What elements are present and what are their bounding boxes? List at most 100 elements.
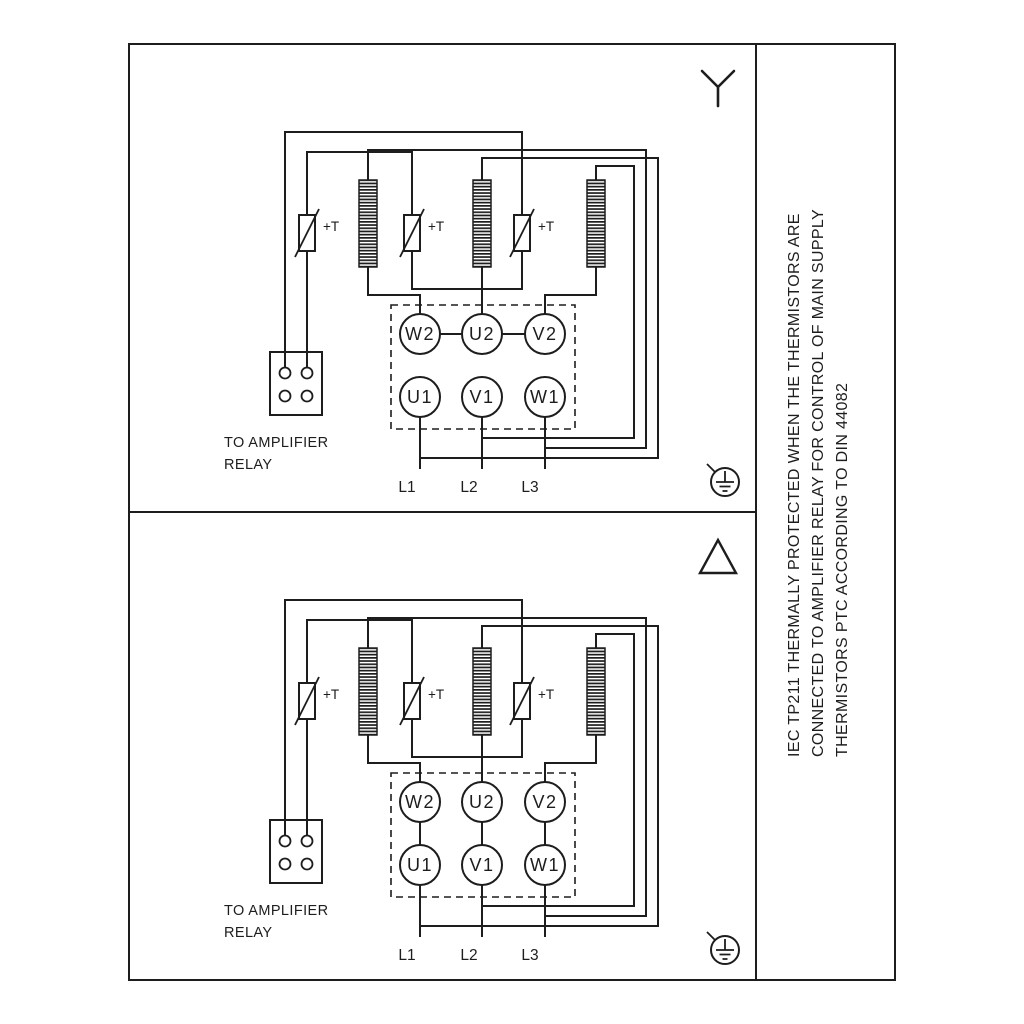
thermistor-label: +T — [323, 219, 339, 234]
terminal-circle — [524, 376, 566, 418]
thermistor-diagonal — [509, 208, 535, 258]
amplifier-relay-connector — [269, 819, 323, 884]
terminal-w1: W1 — [524, 376, 566, 418]
terminal-circle — [524, 313, 566, 355]
supply-labels: L1 L2 L3 — [398, 479, 538, 496]
terminal-label: W2 — [405, 792, 435, 812]
terminal-circle — [461, 781, 503, 823]
amplifier-relay-label-line1: TO AMPLIFIER — [224, 435, 328, 451]
thermistors: +T +T +T — [294, 676, 554, 726]
thermistor-label: +T — [538, 219, 554, 234]
thermistor-2: +T — [399, 676, 444, 726]
terminal-u2: U2 — [461, 313, 503, 355]
terminal-label: W1 — [530, 387, 560, 407]
winding2-top-wrap-wire — [420, 157, 659, 459]
wiring — [284, 131, 659, 469]
relay-pin — [300, 389, 314, 403]
star-icon — [700, 69, 736, 108]
thermistor-label: +T — [323, 687, 339, 702]
terminal-circle — [399, 313, 441, 355]
terminal-v2: V2 — [524, 313, 566, 355]
winding3-bottom-to-v2-wire — [544, 267, 597, 314]
terminal-circle — [461, 844, 503, 886]
terminal-u2: U2 — [461, 781, 503, 823]
thermistor-diagonal — [509, 676, 535, 726]
winding1-top-wrap-wire — [367, 617, 647, 917]
amplifier-relay-label: TO AMPLIFIER RELAY — [224, 435, 328, 473]
terminal-block: W2 U2 V2 U1 V1 W1 — [390, 304, 576, 430]
relay-pin — [278, 366, 292, 380]
terminal-u1: U1 — [399, 844, 441, 886]
terminal-circle — [524, 844, 566, 886]
relay-pin-stubs — [284, 820, 308, 835]
terminal-v2: V2 — [524, 781, 566, 823]
diagram-frame: +T +T +T W2 U2 — [128, 43, 896, 981]
earth-ground-icon — [706, 931, 740, 965]
thermistor-chain-wire-t1-to-t2 — [306, 151, 413, 215]
supply-label-l3: L3 — [521, 947, 538, 964]
terminal-label: V2 — [532, 324, 557, 344]
delta-icon — [697, 537, 739, 575]
earth-ground-icon — [706, 463, 740, 497]
terminal-w2: W2 — [399, 781, 441, 823]
terminal-label: W1 — [530, 855, 560, 875]
relay-pin — [278, 834, 292, 848]
terminal-circle — [461, 376, 503, 418]
relay-pin — [278, 857, 292, 871]
supply-labels: L1 L2 L3 — [398, 947, 538, 964]
winding3-top-wrap-wire — [482, 633, 635, 907]
side-note-strip: IEC TP211 THERMALLY PROTECTED WHEN THE T… — [757, 45, 894, 979]
wiring — [284, 599, 659, 937]
terminal-w1: W1 — [524, 844, 566, 886]
thermistor-diagonal — [294, 208, 320, 258]
supply-label-l1: L1 — [398, 479, 415, 496]
terminal-label: V1 — [469, 387, 494, 407]
amplifier-relay-label-line1: TO AMPLIFIER — [224, 903, 328, 919]
terminal-block-outline — [390, 304, 576, 430]
winding3-top-wrap-wire — [482, 165, 635, 439]
side-note-line3: THERMISTORS PTC ACCORDING TO DIN 44082 — [833, 382, 851, 757]
thermistor-1: +T — [294, 208, 339, 258]
amplifier-relay-label: TO AMPLIFIER RELAY — [224, 903, 328, 941]
side-note-line1: IEC TP211 THERMALLY PROTECTED WHEN THE T… — [785, 213, 803, 757]
delta-wiring-panel: +T +T +T W2 U2 — [224, 537, 740, 965]
thermistor-3: +T — [509, 208, 554, 258]
side-note-text: IEC TP211 THERMALLY PROTECTED WHEN THE T… — [781, 209, 857, 815]
terminal-block: W2 U2 V2 U1 V1 W1 — [390, 772, 576, 898]
winding3-bottom-to-v2-wire — [544, 735, 597, 782]
thermistor-chain-wire-relay-to-t3 — [284, 131, 523, 352]
terminal-u1: U1 — [399, 376, 441, 418]
terminal-label: U2 — [469, 792, 495, 812]
supply-label-l1: L1 — [398, 947, 415, 964]
terminal-label: V2 — [532, 792, 557, 812]
winding-coil-3 — [586, 647, 606, 736]
side-note-divider — [755, 45, 757, 979]
winding-coil-1 — [358, 647, 378, 736]
supply-label-l2: L2 — [460, 479, 477, 496]
thermistor-label: +T — [428, 687, 444, 702]
thermistor-label: +T — [428, 219, 444, 234]
thermistor-1: +T — [294, 676, 339, 726]
winding2-top-wrap-wire — [420, 625, 659, 927]
terminal-w2: W2 — [399, 313, 441, 355]
relay-connector-box — [269, 819, 323, 884]
thermistor-diagonal — [399, 208, 425, 258]
amplifier-relay-connector — [269, 351, 323, 416]
terminal-v1: V1 — [461, 376, 503, 418]
amplifier-relay-label-line2: RELAY — [224, 457, 272, 473]
terminal-v1: V1 — [461, 844, 503, 886]
thermistor-2: +T — [399, 208, 444, 258]
thermistor-chain-wire-t2-to-t3 — [411, 251, 523, 290]
motor-windings — [358, 647, 606, 736]
thermistor-chain-wire-relay-to-t3 — [284, 599, 523, 820]
terminal-circle — [524, 781, 566, 823]
winding-coil-1 — [358, 179, 378, 268]
relay-pin — [278, 389, 292, 403]
terminal-label: V1 — [469, 855, 494, 875]
winding-coil-3 — [586, 179, 606, 268]
star-wiring-panel: +T +T +T W2 U2 — [224, 69, 740, 497]
relay-pin — [300, 857, 314, 871]
terminal-circle — [399, 781, 441, 823]
relay-pin-stubs — [284, 352, 308, 367]
terminal-label: U1 — [407, 387, 433, 407]
